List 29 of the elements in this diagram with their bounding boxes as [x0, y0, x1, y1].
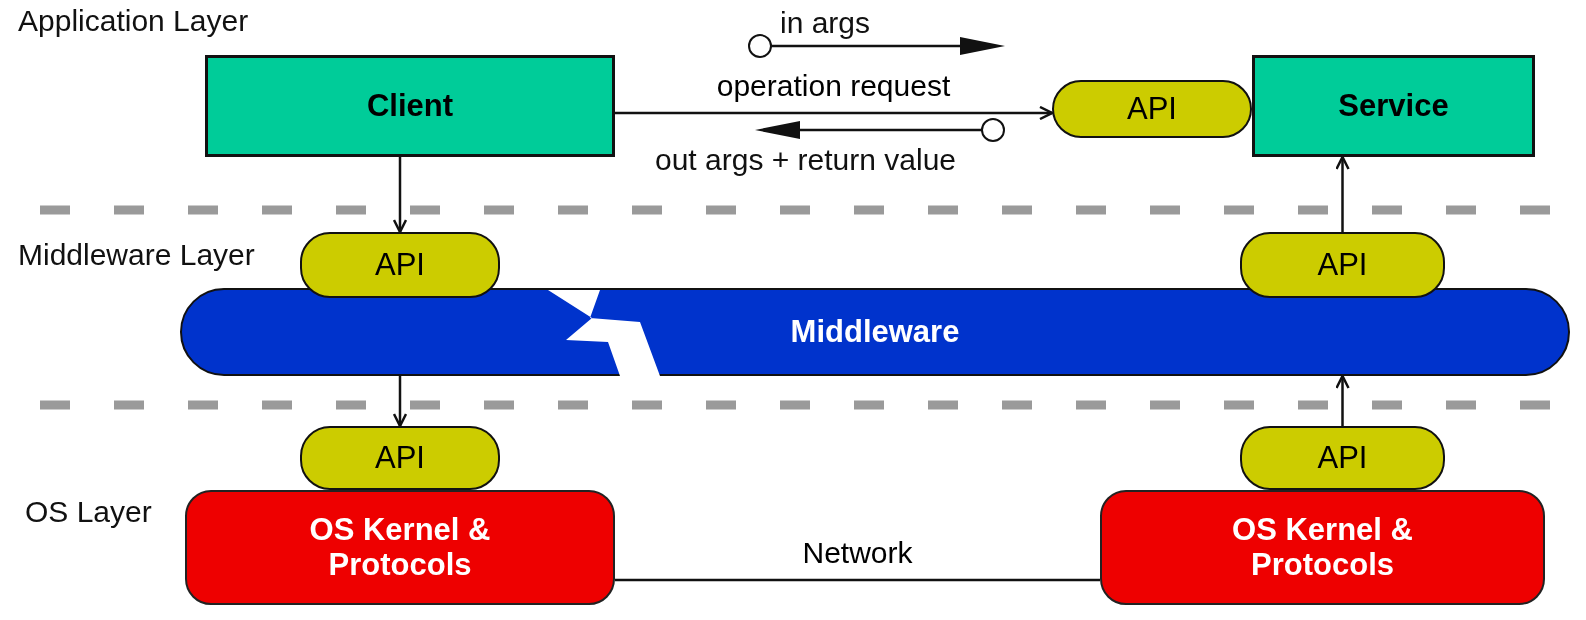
connector-arrow [1335, 374, 1350, 426]
arrow-label: in args [780, 6, 871, 39]
box-label: API [375, 440, 425, 476]
connector-arrow [1335, 155, 1350, 232]
os-kernel-box [185, 490, 615, 605]
box-label: OS Kernel & Protocols [308, 513, 492, 582]
process-box [205, 55, 615, 157]
arrow-label: out args + return value [655, 143, 956, 176]
box-label: OS Kernel & Protocols [1231, 513, 1414, 582]
box-label: API [1317, 247, 1368, 283]
box-label: API [375, 247, 425, 283]
layer-label: OS Layer [25, 495, 153, 528]
box-label: Service [1338, 88, 1449, 124]
api-box [300, 426, 500, 490]
process-box [1252, 55, 1535, 157]
box-label: API [1317, 440, 1368, 476]
api-box [1052, 80, 1252, 138]
connector-arrow [615, 105, 1054, 121]
connector-arrow [392, 157, 408, 234]
api-box [1240, 426, 1445, 490]
api-box [1240, 232, 1445, 298]
box-label: Middleware [790, 314, 960, 350]
box-label: Client [366, 88, 454, 124]
box-label: API [1127, 91, 1177, 127]
connector-arrow [392, 376, 408, 428]
api-box [300, 232, 500, 298]
layer-label: Application Layer [18, 4, 250, 37]
os-kernel-box [1100, 490, 1545, 605]
layer-label: Middleware Layer [18, 238, 256, 271]
